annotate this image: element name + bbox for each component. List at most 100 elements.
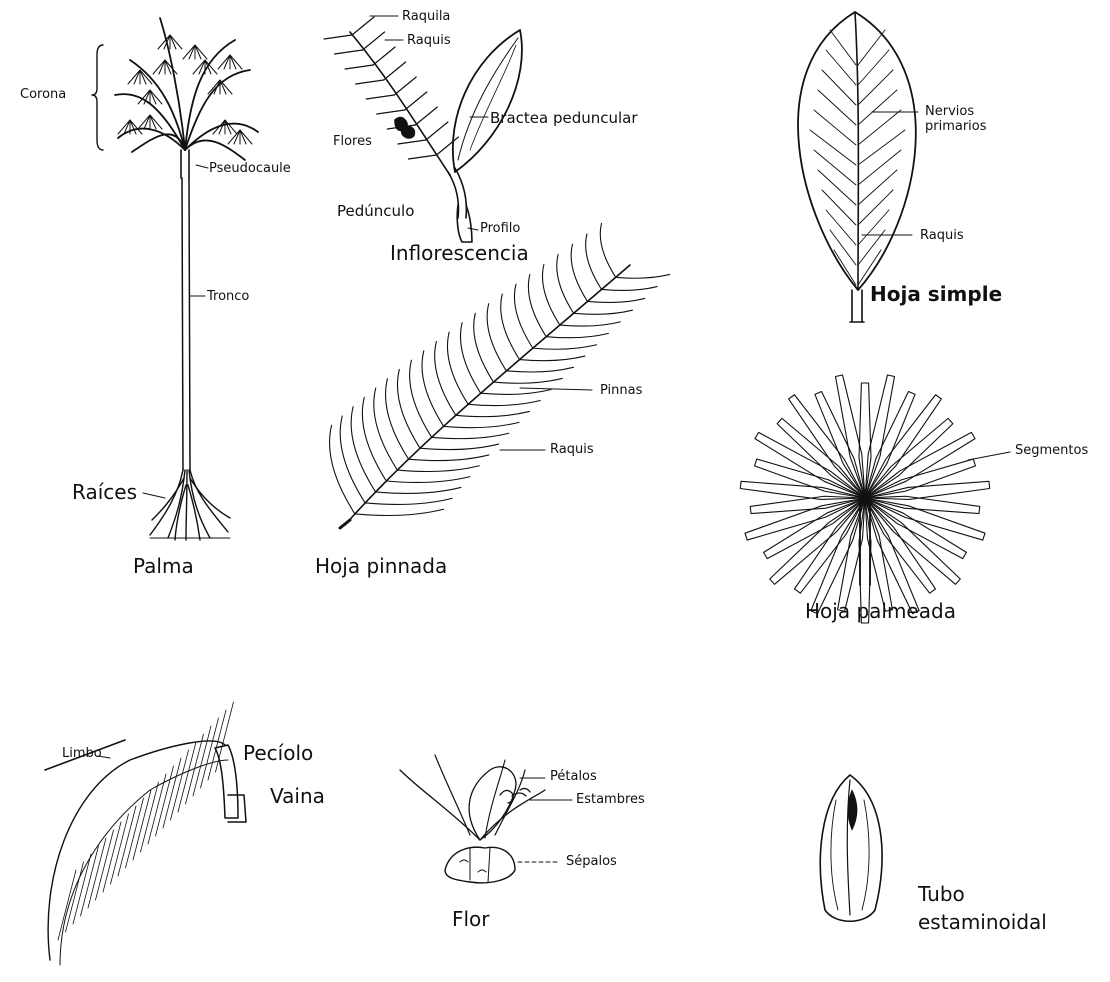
pinna-leaflet — [432, 433, 509, 438]
crown-leaflet — [193, 60, 205, 74]
simple-leaf-vein — [818, 90, 856, 125]
caption-hoja-simple: Hoja simple — [870, 284, 1002, 304]
caption-hoja-palmeada: Hoja palmeada — [805, 601, 956, 621]
crown-leaflet — [224, 55, 230, 69]
pinna-leaflet — [602, 287, 658, 291]
blade-hatch — [216, 702, 234, 772]
simple-leaf-vein — [826, 210, 856, 245]
blade-hatch — [163, 758, 181, 828]
pinna-leaflet — [493, 378, 562, 383]
rachilla — [426, 122, 448, 140]
palmate-segment — [859, 383, 871, 498]
simple-leaf-vein — [858, 130, 905, 165]
rachilla — [335, 50, 363, 54]
blade-hatch — [103, 822, 121, 892]
palm-illustration — [92, 18, 258, 540]
palmate-segment — [865, 418, 953, 498]
simple-leaf-vein — [858, 210, 889, 245]
blade-hatch — [58, 870, 76, 940]
pinnate-leaf-illustration — [330, 223, 670, 528]
rachilla — [324, 35, 352, 39]
rachilla — [405, 92, 427, 110]
blade-hatch — [171, 750, 189, 820]
crown-leaflet — [130, 120, 136, 134]
blade-hatch — [186, 734, 204, 804]
rachilla — [436, 137, 458, 155]
label-raquis-simple: Raquis — [920, 229, 964, 242]
crown-leaflet — [128, 70, 140, 84]
crown-leaflet — [220, 80, 232, 94]
label-bractea: Bractea peduncular — [490, 111, 638, 126]
pinna-leaflet — [409, 455, 489, 461]
simple-leaf-vein — [822, 70, 856, 105]
rachilla — [384, 62, 406, 80]
pinna-leaflet — [330, 425, 355, 514]
crown-leaflet — [150, 90, 156, 104]
simple-leaf-vein — [830, 230, 856, 265]
simple-leaf-vein — [814, 110, 856, 145]
label-raices: Raíces — [72, 482, 137, 502]
crown-leaflet — [230, 55, 242, 69]
palmate-segment — [777, 418, 865, 498]
label-pseudocaule: Pseudocaule — [209, 162, 291, 175]
pinna-leaflet — [487, 304, 506, 371]
pinna-leaflet — [340, 416, 365, 503]
label-profilo: Profilo — [480, 222, 520, 235]
rachilla — [373, 47, 395, 65]
pinna-leaflet — [351, 407, 375, 492]
blade-hatch — [81, 846, 99, 916]
simple-leaf-vein — [826, 50, 856, 85]
crown-leaflet — [170, 35, 182, 49]
label-sepalos: Sépalos — [566, 855, 617, 868]
blade-hatch — [133, 790, 151, 860]
blade-hatch — [178, 742, 196, 812]
pinna-leaflet — [560, 322, 621, 326]
rachilla — [408, 155, 436, 159]
palmate-segment — [865, 498, 919, 614]
rachilla — [415, 107, 437, 125]
crown-leaflet — [144, 115, 150, 129]
blade-hatch — [126, 798, 144, 868]
crown-leaflet — [225, 120, 237, 134]
crown-leaflet — [183, 45, 195, 59]
caption-estaminoidal: estaminoidal — [918, 912, 1047, 932]
blade-hatch — [148, 774, 166, 844]
simple-leaf-vein — [858, 50, 889, 85]
pinna-leaflet — [600, 223, 615, 277]
blade-hatch — [156, 766, 174, 836]
blade-hatch — [141, 782, 159, 852]
pinna-leaflet — [397, 466, 479, 472]
rachilla — [398, 140, 426, 144]
crown-leaflet — [165, 60, 171, 74]
simple-leaf-vein — [822, 190, 856, 225]
simple-leaf-illustration — [798, 12, 918, 322]
crown-leaflet — [213, 120, 225, 134]
pinna-leaflet — [574, 310, 633, 314]
blade-hatch — [111, 814, 129, 884]
crown-leaflet — [170, 35, 176, 49]
crown-leaflet — [218, 55, 230, 69]
pinna-leaflet — [546, 333, 608, 337]
label-tronco: Tronco — [207, 290, 249, 303]
simple-leaf-vein — [858, 70, 893, 105]
palmate-leaf-illustration — [740, 375, 1010, 623]
simple-leaf-vein — [814, 150, 856, 185]
rachilla — [394, 77, 416, 95]
crown-leaflet — [219, 120, 225, 134]
rachilla — [352, 17, 374, 35]
blade-hatch — [66, 862, 84, 932]
leaf-base-illustration — [45, 702, 246, 965]
pinna-leaflet — [474, 313, 494, 382]
blade-hatch — [208, 710, 226, 780]
label-pedunculo: Pedúnculo — [337, 204, 414, 219]
pinna-leaflet — [588, 298, 645, 302]
pinna-leaflet — [616, 274, 670, 278]
label-peciolo: Pecíolo — [243, 743, 313, 763]
caption-flor: Flor — [452, 909, 490, 929]
pinna-leaflet — [447, 332, 468, 404]
simple-leaf-vein — [858, 250, 881, 285]
pinna-leaflet — [365, 498, 452, 504]
crown-leaflet — [150, 115, 162, 129]
simple-leaf-vein — [858, 170, 897, 205]
pinna-leaflet — [444, 422, 519, 427]
